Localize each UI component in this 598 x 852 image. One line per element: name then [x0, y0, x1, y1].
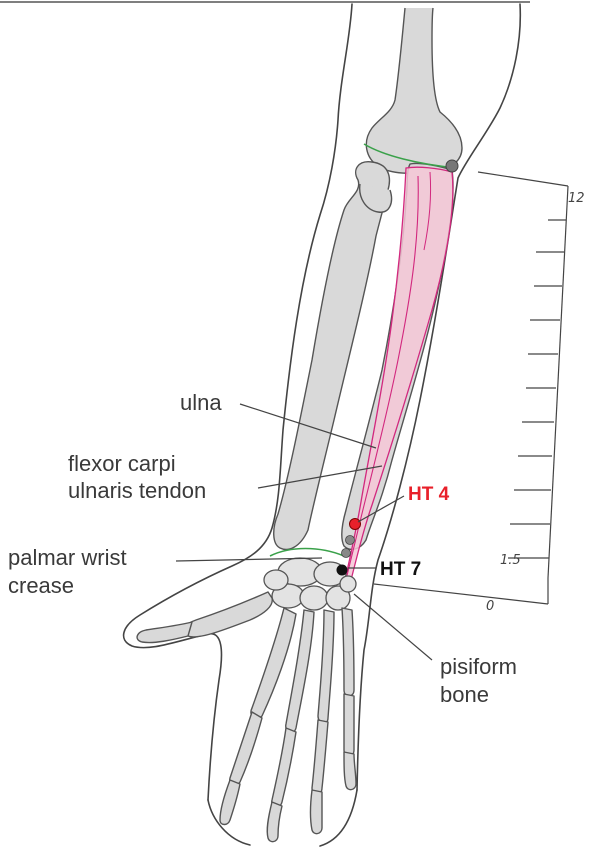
acupoint-marker-small	[342, 549, 351, 558]
label-pisiform-line1: pisiform	[440, 654, 517, 679]
label-fcu-line2: ulnaris tendon	[68, 478, 206, 503]
scale-tick-label-top: 12	[568, 191, 585, 206]
hand-bones	[137, 592, 356, 842]
ht4-point	[350, 519, 361, 530]
label-crease-line1: palmar wrist	[8, 545, 127, 570]
acupoint-marker-small	[346, 536, 355, 545]
scale-tick-label-mid: 1.5	[500, 553, 521, 568]
label-fcu-line1: flexor carpi	[68, 451, 176, 476]
palmar-wrist-crease-line	[270, 549, 344, 557]
label-ht4: HT 4	[408, 484, 450, 505]
label-crease-line2: crease	[8, 573, 74, 598]
label-ht7: HT 7	[380, 559, 421, 580]
ht7-point	[337, 565, 348, 576]
elbow-point-marker	[446, 160, 458, 172]
label-ulna: ulna	[180, 390, 222, 415]
humerus-bone	[366, 8, 462, 173]
scale-tick-label-bottom: 0	[486, 599, 494, 614]
label-pisiform-line2: bone	[440, 682, 489, 707]
